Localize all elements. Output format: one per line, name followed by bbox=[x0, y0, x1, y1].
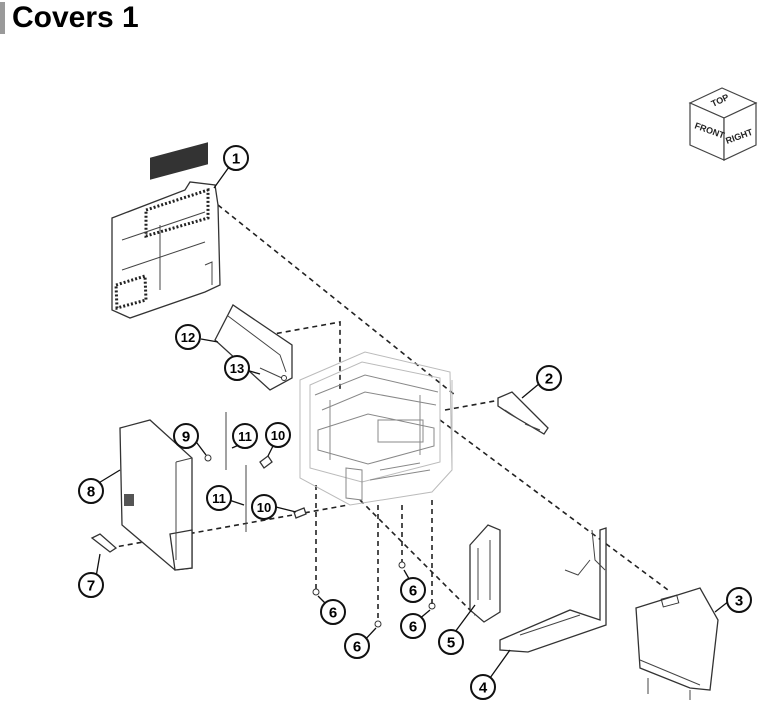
callout-2: 2 bbox=[536, 365, 562, 391]
assembly-line bbox=[217, 204, 456, 396]
page-title: Covers 1 bbox=[12, 1, 139, 34]
svg-text:2: 2 bbox=[545, 371, 553, 388]
orientation-cube: TOP FRONT RIGHT bbox=[688, 87, 758, 161]
callout-11: 11 bbox=[206, 485, 232, 511]
part-small-cover bbox=[90, 533, 118, 553]
callout-4: 4 bbox=[470, 674, 496, 700]
part-rear-cover bbox=[111, 142, 221, 319]
callout-11: 11 bbox=[232, 423, 258, 449]
svg-text:5: 5 bbox=[447, 635, 455, 652]
callout-7: 7 bbox=[78, 572, 104, 598]
part-front-frame bbox=[499, 527, 607, 653]
svg-text:11: 11 bbox=[238, 429, 252, 444]
callout-12: 12 bbox=[175, 324, 201, 350]
part-right-bracket bbox=[497, 391, 549, 435]
screw bbox=[428, 602, 436, 610]
svg-text:6: 6 bbox=[353, 639, 361, 656]
screw bbox=[312, 588, 320, 596]
clip bbox=[293, 507, 307, 519]
part-left-panel bbox=[214, 304, 293, 391]
callout-9: 9 bbox=[173, 423, 199, 449]
hardware bbox=[204, 412, 436, 628]
svg-text:6: 6 bbox=[409, 583, 417, 600]
svg-text:12: 12 bbox=[181, 330, 195, 345]
title-accent-bar bbox=[0, 2, 5, 34]
svg-text:7: 7 bbox=[87, 578, 95, 595]
svg-text:8: 8 bbox=[87, 484, 95, 501]
callout-3: 3 bbox=[726, 587, 752, 613]
screw bbox=[204, 454, 212, 462]
cube-right-face bbox=[723, 102, 757, 161]
callout-6: 6 bbox=[400, 577, 426, 603]
screw bbox=[398, 561, 406, 569]
svg-text:3: 3 bbox=[735, 593, 743, 610]
callout-5: 5 bbox=[438, 629, 464, 655]
callout-6: 6 bbox=[400, 613, 426, 639]
assembly-line bbox=[359, 499, 476, 616]
assembly-line bbox=[267, 321, 341, 390]
callout-8: 8 bbox=[78, 478, 104, 504]
clip bbox=[259, 455, 273, 469]
svg-text:6: 6 bbox=[409, 619, 417, 636]
assembly-line bbox=[444, 399, 501, 411]
callout-6: 6 bbox=[320, 599, 346, 625]
assembly-line bbox=[439, 419, 669, 591]
part-front-door bbox=[119, 419, 193, 571]
callout-1: 1 bbox=[223, 145, 249, 171]
svg-text:10: 10 bbox=[257, 500, 271, 515]
callout-6: 6 bbox=[344, 633, 370, 659]
svg-text:1: 1 bbox=[232, 151, 240, 168]
callout-10: 10 bbox=[265, 422, 291, 448]
callout-10: 10 bbox=[251, 494, 277, 520]
svg-text:4: 4 bbox=[479, 680, 488, 697]
printer-frame bbox=[299, 351, 453, 506]
part-side-rail bbox=[469, 524, 501, 623]
svg-text:11: 11 bbox=[212, 491, 226, 506]
svg-text:9: 9 bbox=[182, 429, 190, 446]
callout-13: 13 bbox=[224, 355, 250, 381]
part-right-cover bbox=[635, 587, 719, 700]
screw bbox=[374, 620, 382, 628]
svg-text:6: 6 bbox=[329, 605, 337, 622]
svg-text:13: 13 bbox=[230, 361, 244, 376]
svg-text:10: 10 bbox=[271, 428, 285, 443]
